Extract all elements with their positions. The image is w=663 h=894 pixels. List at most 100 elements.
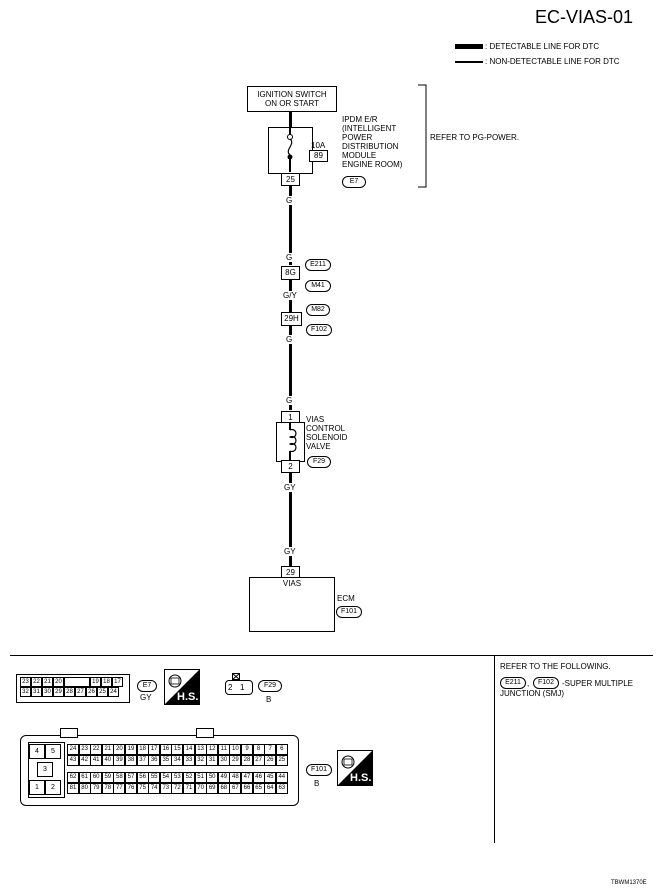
- valve-line4: VALVE: [306, 442, 331, 451]
- f101-pin-cell: 80: [78, 783, 91, 794]
- legend-detectable-line: [455, 44, 483, 49]
- f29-color: B: [266, 695, 272, 704]
- connector-pin-cell: 21: [42, 677, 53, 687]
- junction1-pin: 8G: [281, 266, 300, 280]
- f101-pin-cell: 56: [136, 772, 149, 783]
- refer-following-title: REFER TO THE FOLLOWING.: [500, 662, 611, 671]
- legend-non-detectable-text: : NON-DETECTABLE LINE FOR DTC: [485, 57, 620, 66]
- smj-text2: JUNCTION (SMJ): [500, 689, 564, 698]
- f101-pin-cell: 36: [148, 755, 161, 766]
- connector-pin-cell: 25: [97, 687, 108, 697]
- solenoid-coil-symbol: [288, 422, 297, 460]
- f101-pin-cell: 37: [136, 755, 149, 766]
- wire-ignition-to-ipdm: [289, 111, 292, 127]
- f101-pin-cell: 6: [275, 744, 288, 755]
- wire-color-gy1: GY: [284, 483, 296, 492]
- f101-pin-cell: 47: [241, 772, 253, 783]
- ignition-line2: ON OR START: [265, 99, 319, 108]
- f101-label-tag: F101: [306, 764, 332, 776]
- f101-pin-cell: 61: [78, 772, 91, 783]
- f101-pin-cell: 65: [252, 783, 265, 794]
- f101-pin-cell: 59: [101, 772, 114, 783]
- f101-pin-cell: 52: [183, 772, 195, 783]
- divider-vertical: [494, 656, 495, 843]
- hs-label-2: H.S.: [350, 772, 372, 784]
- junction1-conn-a: E211: [305, 259, 331, 271]
- ipdm-line1: IPDM E/R: [342, 115, 378, 124]
- e7-color: GY: [140, 693, 152, 702]
- f101-pin-cell: 17: [148, 744, 161, 755]
- junction2-conn-b: F102: [306, 324, 332, 336]
- f101-pin-cell: 13: [194, 744, 207, 755]
- f101-pin-cell: 10: [229, 744, 242, 755]
- smj-text: -SUPER MULTIPLE: [562, 679, 633, 688]
- f101-pin-cell: 7: [264, 744, 277, 755]
- smj-conn-a-tag: E211: [500, 677, 526, 689]
- connector-pin-cell: 18: [101, 677, 112, 687]
- smj-conn-b-tag: F102: [533, 677, 559, 689]
- wire-color-g4: G: [286, 396, 293, 405]
- hs-label-1: H.S.: [177, 691, 199, 703]
- f101-pin-cell: 69: [206, 783, 219, 794]
- f101-pin-cell: 75: [136, 783, 149, 794]
- f101-pin-cell: 40: [101, 755, 114, 766]
- f101-pin-cell: 76: [125, 783, 137, 794]
- f101-pin-cell: 26: [264, 755, 277, 766]
- f101-pin-cell: 78: [101, 783, 114, 794]
- footer-code: TBWM1370E: [611, 880, 647, 886]
- wire-color-gy-slash: G/Y: [283, 291, 297, 300]
- f29-pin-b: 1: [240, 683, 245, 692]
- f101-left-pin: 4: [29, 744, 45, 759]
- f29-connector-face: [225, 680, 253, 695]
- smj-comma: ,: [527, 679, 530, 688]
- ipdm-line3: POWER: [342, 133, 373, 142]
- f101-pin-cell: 38: [125, 755, 137, 766]
- connector-pin-cell: 26: [86, 687, 97, 697]
- f101-pin-cell: 8: [252, 744, 265, 755]
- connector-pin-cell: 29: [53, 687, 64, 697]
- f101-pin-cell: 44: [275, 772, 288, 783]
- f101-pin-cell: 49: [217, 772, 230, 783]
- f101-pin-cell: 18: [136, 744, 149, 755]
- harness-side-icon-1: H.S.: [164, 669, 200, 705]
- f101-pin-cell: 53: [171, 772, 184, 783]
- f101-pin-cell: 30: [217, 755, 230, 766]
- connector-pin-cell: 27: [75, 687, 86, 697]
- f101-pin-cell: 71: [183, 783, 195, 794]
- f101-pin-cell: 22: [90, 744, 103, 755]
- f101-pin-cell: 50: [206, 772, 219, 783]
- f101-left-pin: 5: [45, 744, 61, 759]
- wire-color-g2: G: [286, 253, 293, 262]
- junction1-conn-b: M41: [305, 280, 331, 292]
- connector-pin-cell: 32: [20, 687, 31, 697]
- f101-pin-cell: 11: [217, 744, 230, 755]
- f101-lug-left: [60, 728, 78, 738]
- fuse-symbol: [287, 127, 293, 172]
- junction2-pin: 29H: [281, 312, 302, 326]
- fuse-number: 89: [314, 151, 323, 160]
- valve-line2: CONTROL: [306, 424, 346, 433]
- fuse-amp-label: 10A: [311, 141, 326, 150]
- connector-pin-cell: 23: [20, 677, 31, 687]
- f101-pin-cell: 66: [241, 783, 253, 794]
- connector-pin-cell: 28: [64, 687, 75, 697]
- ignition-line1: IGNITION SWITCH: [257, 90, 327, 99]
- f101-pin-cell: 19: [125, 744, 137, 755]
- f29-label-tag: F29: [258, 680, 282, 692]
- f101-pin-cell: 68: [217, 783, 230, 794]
- ipdm-refer-text: REFER TO PG-POWER.: [430, 133, 520, 142]
- f101-pin-cell: 21: [101, 744, 114, 755]
- f101-pin-cell: 67: [229, 783, 242, 794]
- legend-detectable-text: : DETECTABLE LINE FOR DTC: [485, 42, 600, 51]
- valve-connector-tag: F29: [307, 456, 331, 468]
- f101-pin-cell: 25: [275, 755, 288, 766]
- f101-pin-cell: 73: [159, 783, 172, 794]
- junction2-conn-a: M82: [306, 304, 330, 316]
- fuse-number-box: 89: [309, 150, 328, 162]
- f101-left-pin: 3: [37, 762, 53, 777]
- connector-pin-cell: 17: [112, 677, 123, 687]
- f101-pin-cell: 46: [252, 772, 265, 783]
- f101-pin-cell: 23: [78, 744, 91, 755]
- f101-pin-cell: 9: [241, 744, 253, 755]
- ipdm-line4: DISTRIBUTION: [342, 142, 399, 151]
